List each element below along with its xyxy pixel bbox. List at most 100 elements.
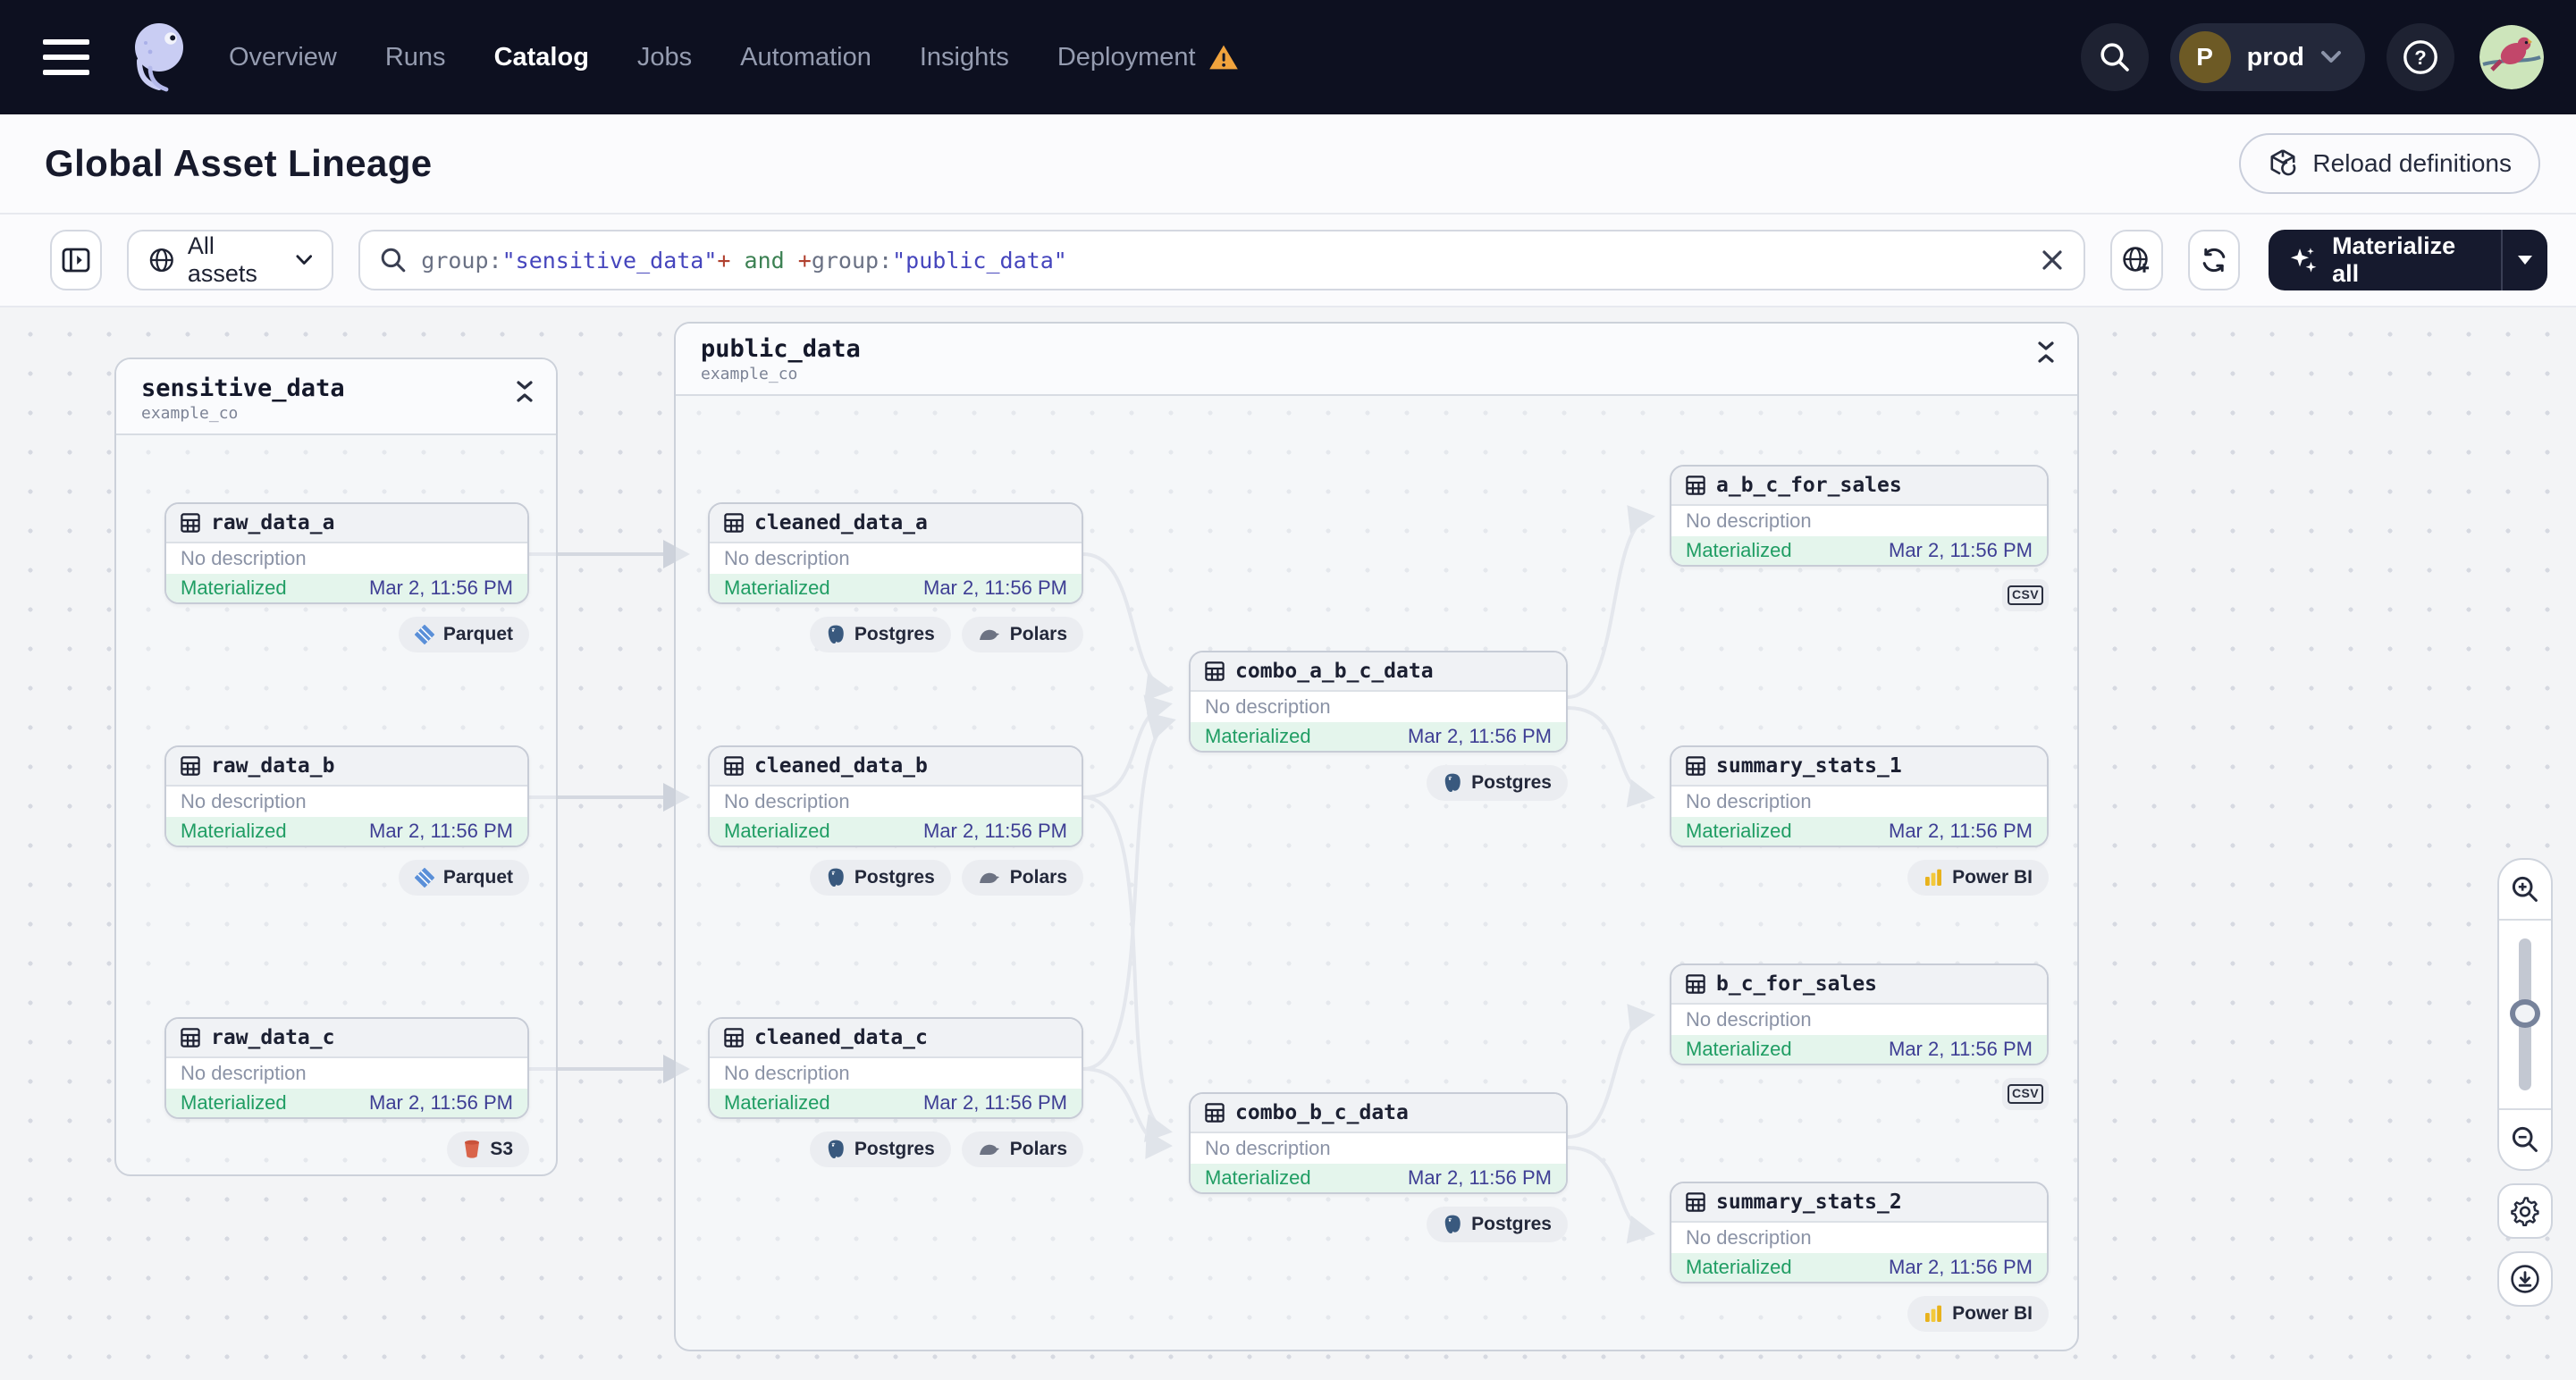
collapse-group-icon[interactable] — [2036, 334, 2056, 365]
asset-status-row: Materialized Mar 2, 11:56 PM — [1671, 1253, 2047, 1282]
asset-node-cleaned-data-a[interactable]: cleaned_data_a No description Materializ… — [708, 502, 1083, 604]
asset-name: cleaned_data_a — [754, 511, 928, 534]
reload-definitions-button[interactable]: Reload definitions — [2239, 133, 2540, 194]
asset-description: No description — [166, 1058, 527, 1089]
table-icon — [1205, 661, 1225, 681]
collapse-group-icon[interactable] — [515, 374, 535, 404]
asset-status-row: Materialized Mar 2, 11:56 PM — [1671, 1035, 2047, 1064]
kind-badge-s3[interactable]: S3 — [447, 1132, 529, 1167]
kind-badge-parquet[interactable]: Parquet — [398, 860, 529, 896]
materialize-all-split-button: Materialize all — [2268, 230, 2548, 290]
status-timestamp: Mar 2, 11:56 PM — [1889, 539, 2033, 561]
status-timestamp: Mar 2, 11:56 PM — [369, 576, 513, 599]
asset-status-row: Materialized Mar 2, 11:56 PM — [1671, 817, 2047, 846]
kind-badge-polars[interactable]: Polars — [961, 860, 1083, 896]
kind-badge-csv[interactable]: CSV — [2002, 579, 2049, 611]
nav-label: Deployment — [1056, 42, 1196, 72]
top-nav: Overview Runs Catalog Jobs Automation In… — [0, 0, 2576, 114]
lineage-canvas[interactable]: sensitive_data example_co public_data ex… — [0, 307, 2576, 1380]
user-avatar[interactable] — [2479, 25, 2544, 89]
help-button[interactable]: ? — [2387, 23, 2454, 91]
asset-node-cleaned-data-c[interactable]: cleaned_data_c No description Materializ… — [708, 1017, 1083, 1119]
kind-badge-postgres[interactable]: Postgres — [809, 860, 951, 896]
nav-label: Catalog — [493, 42, 589, 72]
workspace-switcher[interactable]: P prod — [2169, 23, 2365, 91]
status-label: Materialized — [181, 820, 287, 842]
chevron-down-icon — [296, 255, 312, 265]
kind-badge-postgres[interactable]: Postgres — [809, 1132, 951, 1167]
materialize-options-button[interactable] — [2503, 230, 2547, 290]
kind-badge-postgres[interactable]: Postgres — [1427, 765, 1568, 801]
search-button[interactable] — [2080, 23, 2149, 91]
asset-filter-dropdown[interactable]: All assets — [127, 230, 334, 290]
refresh-button[interactable] — [2187, 230, 2240, 290]
graph-settings-button[interactable] — [2497, 1183, 2553, 1239]
table-icon — [1686, 756, 1705, 776]
powerbi-icon — [1925, 869, 1942, 886]
zoom-slider-thumb[interactable] — [2510, 999, 2540, 1028]
nav-label: Insights — [919, 42, 1009, 72]
lineage-toolbar: All assets group:"sensitive_data"+ and +… — [0, 215, 2576, 307]
asset-node-combo-a-b-c-data[interactable]: combo_a_b_c_data No description Material… — [1189, 651, 1568, 753]
asset-node-raw-data-c[interactable]: raw_data_c No description Materialized M… — [164, 1017, 529, 1119]
status-label: Materialized — [1205, 725, 1311, 747]
table-icon — [724, 756, 744, 776]
status-label: Materialized — [1686, 539, 1792, 561]
asset-badges: S3 — [164, 1132, 529, 1167]
nav-item-automation[interactable]: Automation — [740, 43, 871, 72]
table-icon — [1686, 974, 1705, 994]
asset-badges: Postgres — [1189, 765, 1568, 801]
clear-search-icon[interactable] — [2041, 248, 2064, 272]
asset-node-summary-stats-2[interactable]: summary_stats_2 No description Materiali… — [1670, 1182, 2049, 1283]
status-label: Materialized — [1205, 1166, 1311, 1189]
reload-cube-icon — [2270, 149, 2296, 176]
zoom-out-button[interactable] — [2499, 1108, 2551, 1169]
toggle-sidebar-button[interactable] — [50, 230, 103, 290]
kind-badge-postgres[interactable]: Postgres — [809, 617, 951, 652]
kind-badge-postgres[interactable]: Postgres — [1427, 1207, 1568, 1242]
asset-node-raw-data-b[interactable]: raw_data_b No description Materialized M… — [164, 745, 529, 847]
asset-node-cleaned-data-b[interactable]: cleaned_data_b No description Materializ… — [708, 745, 1083, 847]
kind-badge-csv[interactable]: CSV — [2002, 1078, 2049, 1110]
materialize-all-button[interactable]: Materialize all — [2269, 230, 2501, 290]
status-label: Materialized — [724, 576, 830, 599]
nav-item-overview[interactable]: Overview — [229, 43, 337, 72]
asset-node-summary-stats-1[interactable]: summary_stats_1 No description Materiali… — [1670, 745, 2049, 847]
kind-badge-polars[interactable]: Polars — [961, 617, 1083, 652]
view-groups-button[interactable] — [2110, 230, 2163, 290]
zoom-in-icon — [2512, 876, 2538, 902]
asset-badges: Parquet — [164, 860, 529, 896]
nav-item-jobs[interactable]: Jobs — [637, 43, 692, 72]
asset-node-header: cleaned_data_a — [710, 504, 1082, 543]
zoom-slider[interactable] — [2499, 921, 2551, 1108]
asset-node-header: a_b_c_for_sales — [1671, 467, 2047, 506]
nav-item-insights[interactable]: Insights — [920, 43, 1009, 72]
asset-node-b-c-for-sales[interactable]: b_c_for_sales No description Materialize… — [1670, 963, 2049, 1065]
kind-badge-parquet[interactable]: Parquet — [398, 617, 529, 652]
kind-badge-powerbi[interactable]: Power BI — [1907, 860, 2049, 896]
asset-description: No description — [166, 787, 527, 817]
download-graph-button[interactable] — [2497, 1251, 2553, 1307]
kind-badge-powerbi[interactable]: Power BI — [1907, 1296, 2049, 1332]
asset-badges: CSV — [1670, 1078, 2049, 1110]
group-subtitle: example_co — [141, 403, 239, 423]
zoom-in-button[interactable] — [2499, 860, 2551, 921]
nav-item-catalog[interactable]: Catalog — [494, 43, 589, 72]
search-icon — [2100, 43, 2129, 72]
asset-description: No description — [710, 1058, 1082, 1089]
asset-search-input[interactable]: group:"sensitive_data"+ and +group:"publ… — [358, 230, 2086, 290]
nav-item-runs[interactable]: Runs — [385, 43, 446, 72]
query-token: "public_data" — [892, 247, 1067, 273]
asset-node-a-b-c-for-sales[interactable]: a_b_c_for_sales No description Materiali… — [1670, 465, 2049, 567]
kind-badge-polars[interactable]: Polars — [961, 1132, 1083, 1167]
dagster-logo-icon[interactable] — [122, 18, 193, 97]
asset-node-raw-data-a[interactable]: raw_data_a No description Materialized M… — [164, 502, 529, 604]
asset-node-combo-b-c-data[interactable]: combo_b_c_data No description Materializ… — [1189, 1092, 1568, 1194]
menu-icon[interactable] — [43, 39, 89, 75]
csv-icon: CSV — [2008, 585, 2043, 605]
asset-name: combo_b_c_data — [1235, 1101, 1409, 1124]
nav-item-deployment[interactable]: Deployment — [1057, 43, 1239, 72]
sparkles-icon — [2290, 248, 2317, 273]
asset-badges: Postgres Polars — [708, 860, 1083, 896]
